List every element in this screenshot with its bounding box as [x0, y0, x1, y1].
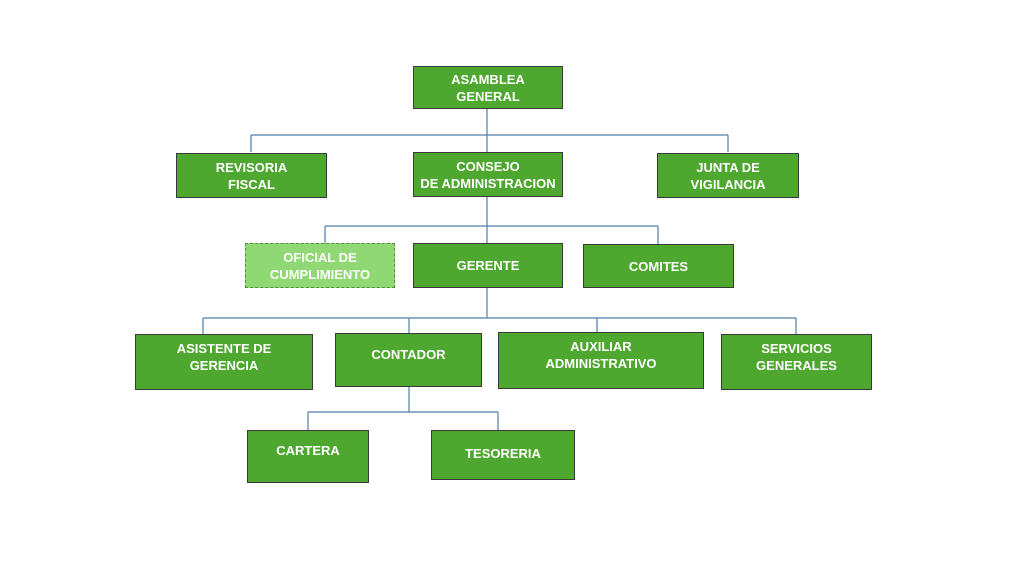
node-label: GENERALES [756, 358, 837, 373]
node-asistente-gerencia: ASISTENTE DE GERENCIA [135, 334, 313, 390]
node-asamblea-general: ASAMBLEA GENERAL [413, 66, 563, 109]
node-label: JUNTA DE [696, 160, 760, 175]
node-label: CUMPLIMIENTO [269, 267, 371, 282]
node-label: TESORERIA [465, 446, 541, 461]
node-servicios-generales: SERVICIOS GENERALES [721, 334, 872, 390]
node-gerente: GERENTE [413, 243, 563, 288]
node-label: FISCAL [228, 177, 275, 192]
node-label: ASISTENTE DE [176, 341, 272, 356]
node-label: OFICIAL DE [283, 250, 357, 265]
node-label: REVISORIA [215, 160, 288, 175]
node-label: SERVICIOS [761, 341, 832, 356]
node-label: GENERAL [456, 88, 520, 104]
node-oficial-cumplimiento: OFICIAL DE CUMPLIMIENTO [245, 243, 395, 288]
node-label: ADMINISTRATIVO [545, 356, 657, 371]
node-label: COMITES [628, 258, 689, 274]
node-label: CONTADOR [371, 347, 446, 362]
node-label: VIGILANCIA [690, 177, 766, 192]
node-tesoreria: TESORERIA [431, 430, 575, 480]
node-comites: COMITES [583, 244, 734, 288]
node-label: GERENCIA [189, 358, 259, 373]
node-label: GERENTE [456, 258, 520, 273]
node-label: CONSEJO [456, 159, 520, 174]
node-label: ASAMBLEA [451, 71, 525, 87]
node-consejo-administracion: CONSEJO DE ADMINISTRACION [413, 152, 563, 197]
node-auxiliar-administrativo: AUXILIAR ADMINISTRATIVO [498, 332, 704, 389]
node-junta-vigilancia: JUNTA DE VIGILANCIA [657, 153, 799, 198]
node-label: AUXILIAR [570, 339, 632, 354]
node-contador: CONTADOR [335, 333, 482, 387]
node-label: DE ADMINISTRACION [420, 176, 556, 191]
node-revisoria-fiscal: REVISORIA FISCAL [176, 153, 327, 198]
node-cartera: CARTERA [247, 430, 369, 483]
node-label: CARTERA [276, 443, 340, 458]
